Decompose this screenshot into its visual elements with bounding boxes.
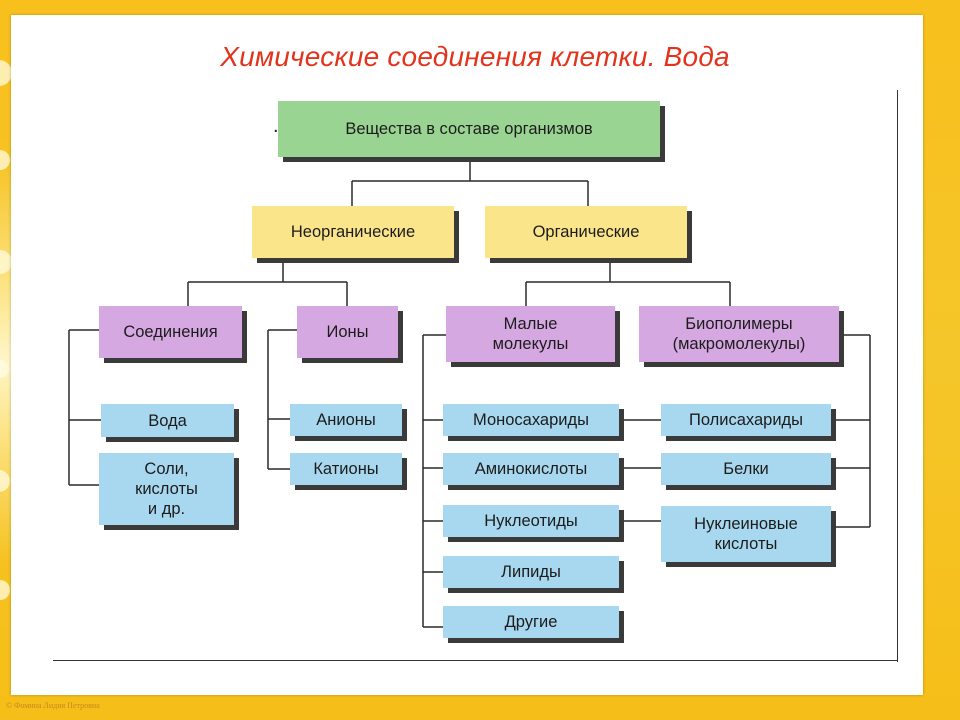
dot-mark: . [273,115,279,137]
author-credit: © Фомина Лидия Петровна [6,701,100,710]
bubble-decoration [0,60,12,86]
node-inorganic: Неорганические [252,206,454,258]
leaf-salts-acids: Соли, кислоты и др. [99,453,234,525]
bubble-decoration [0,360,9,378]
node-small-molecules: Малые молекулы [446,306,615,362]
node-biopolymers: Биополимеры (макромолекулы) [639,306,839,362]
node-ions: Ионы [297,306,398,358]
frame-line-right [897,90,898,662]
leaf-polysaccharides: Полисахариды [661,404,831,436]
bubble-decoration [0,150,10,170]
bubble-decoration [0,470,10,492]
leaf-lipids: Липиды [443,556,619,588]
leaf-nucleic-acids: Нуклеиновые кислоты [661,506,831,562]
bubble-decoration [0,250,12,274]
leaf-others: Другие [443,606,619,638]
node-organic: Органические [485,206,687,258]
bubble-decoration [0,580,10,600]
leaf-water: Вода [101,404,234,437]
frame-line-bottom [53,660,898,661]
slide-title: Химические соединения клетки. Вода [220,41,730,72]
leaf-cations: Катионы [290,453,402,485]
leaf-proteins: Белки [661,453,831,485]
leaf-anions: Анионы [290,404,402,436]
leaf-nucleotides: Нуклеотиды [443,505,619,537]
leaf-monosaccharides: Моносахариды [443,404,619,436]
leaf-amino-acids: Аминокислоты [443,453,619,485]
node-organism-substances: Вещества в составе организмов [278,101,660,157]
node-compounds: Соединения [99,306,242,358]
